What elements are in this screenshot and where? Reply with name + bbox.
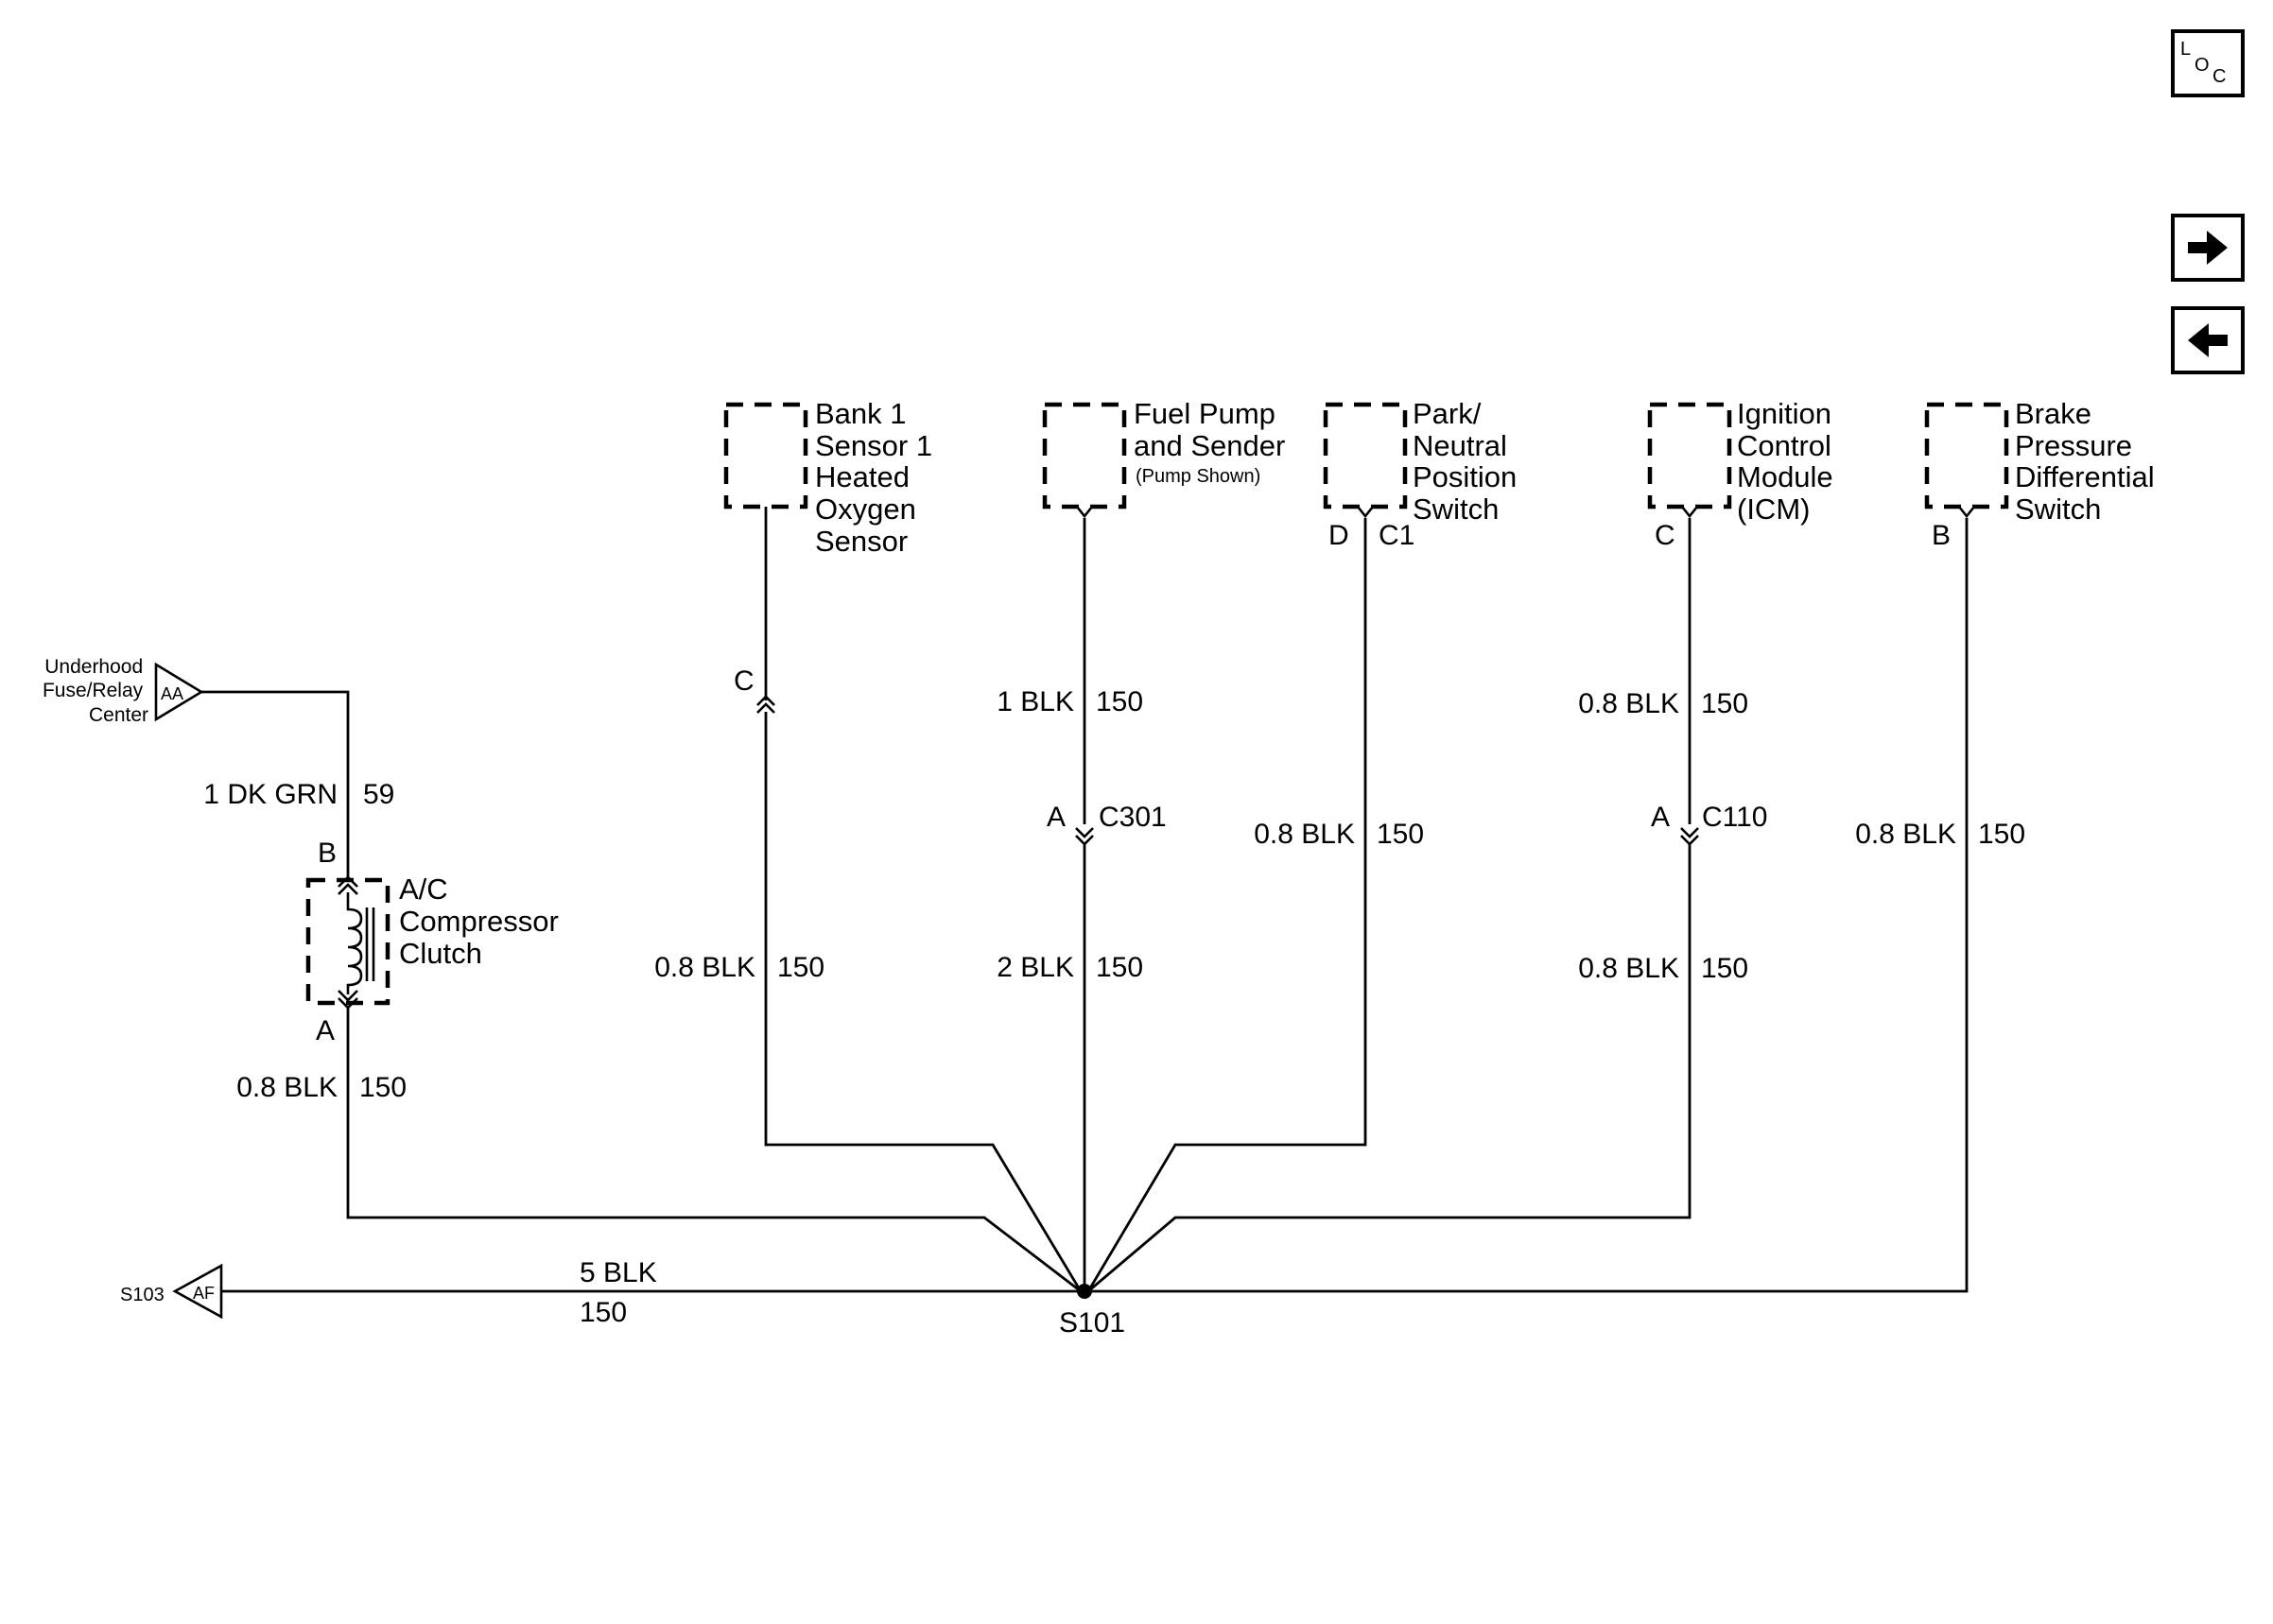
c301-connector-label: C301	[1099, 802, 1167, 833]
brake-ground-wire	[1084, 518, 1969, 1293]
c110-connector-label: C110	[1702, 802, 1768, 833]
wiring	[201, 506, 1976, 1299]
fuse-relay-center-reference[interactable]: Underhood Fuse/Relay Center AA	[43, 656, 204, 726]
arrow-left-icon	[2188, 323, 2228, 357]
next-page-button[interactable]	[2171, 214, 2245, 282]
park-neutral-connector-c1: C1	[1379, 520, 1414, 551]
park-neutral-ground-wire	[1086, 518, 1367, 1292]
ac-ground-circuit: 150	[359, 1072, 407, 1103]
ac-pin-a-connector	[338, 990, 358, 1002]
c110-connector	[1680, 835, 1699, 846]
ac-ground-wire	[346, 1008, 1082, 1293]
brake-pressure-box	[1924, 402, 2009, 510]
c301-connector	[1075, 835, 1094, 846]
o2-ground-wire	[764, 712, 1083, 1292]
ac-clutch-box	[305, 877, 390, 1006]
fuel-upper-size-color: 1 BLK	[997, 686, 1074, 717]
icm-lower-size-color: 0.8 BLK	[1578, 953, 1679, 984]
fuel-pump-note: (Pump Shown)	[1136, 466, 1260, 487]
fuel-pump-terminal	[1075, 506, 1094, 519]
icm-upper-circuit: 150	[1701, 688, 1748, 719]
ac-pin-b: B	[318, 838, 337, 869]
park-neutral-circuit: 150	[1377, 819, 1424, 850]
loc-letter-c: C	[2212, 66, 2226, 87]
o2-sensor-component: Bank 1 Sensor 1 Heated Oxygen Sensor	[723, 397, 941, 558]
icm-lower-circuit: 150	[1701, 953, 1748, 984]
ac-compressor-clutch-component: A/C Compressor Clutch B A	[305, 838, 566, 1046]
icm-box	[1647, 402, 1732, 510]
o2-ground-size-color: 0.8 BLK	[654, 952, 755, 983]
s103-ground-reference[interactable]: S103 AF	[120, 1263, 223, 1320]
icm-terminal	[1680, 506, 1699, 519]
park-neutral-pin-d: D	[1328, 520, 1349, 551]
ac-clutch-label: A/C Compressor Clutch	[399, 872, 566, 970]
fuse-ref-code: AA	[161, 684, 183, 703]
splice-s101-dot	[1077, 1284, 1092, 1299]
c110-pin-a: A	[1651, 802, 1670, 833]
fuel-pump-box	[1042, 402, 1127, 510]
clutch-coil-icon	[346, 892, 363, 994]
ac-ground-size-color: 0.8 BLK	[236, 1072, 338, 1103]
brake-circuit: 150	[1978, 819, 2025, 850]
brake-pressure-label: Brake Pressure Differential Switch	[2015, 397, 2162, 526]
park-neutral-label: Park/ Neutral Position Switch	[1413, 397, 1525, 526]
icm-label: Ignition Control Module (ICM)	[1737, 397, 1841, 526]
o2-pin-c: C	[734, 665, 755, 697]
o2-ground-circuit: 150	[777, 952, 824, 983]
fuel-pump-component: Fuel Pump and Sender (Pump Shown)	[1042, 397, 1285, 510]
ground-ref-code: AF	[193, 1284, 215, 1303]
main-ground-size-color: 5 BLK	[580, 1257, 657, 1288]
loc-letter-l: L	[2180, 39, 2191, 60]
component-locator-button[interactable]: L O C	[2171, 29, 2245, 97]
brake-pin-b: B	[1932, 520, 1951, 551]
o2-sensor-box	[723, 402, 808, 510]
icm-upper-size-color: 0.8 BLK	[1578, 688, 1679, 719]
icm-lower-wire	[1087, 843, 1692, 1293]
splice-s101-label: S101	[1059, 1307, 1125, 1339]
fuel-lower-circuit: 150	[1096, 952, 1143, 983]
fuel-upper-circuit: 150	[1096, 686, 1143, 717]
o2-sensor-label: Bank 1 Sensor 1 Heated Oxygen Sensor	[815, 397, 941, 558]
park-neutral-size-color: 0.8 BLK	[1254, 819, 1355, 850]
ac-feed-wire	[201, 690, 350, 877]
ac-pin-a: A	[316, 1015, 335, 1046]
icm-pin-c: C	[1655, 520, 1675, 551]
previous-page-button[interactable]	[2171, 306, 2245, 374]
ac-feed-size-color: 1 DK GRN	[203, 779, 338, 810]
fuel-pump-label: Fuel Pump and Sender	[1134, 397, 1285, 462]
brake-pressure-switch-component: Brake Pressure Differential Switch	[1924, 397, 2162, 526]
fuse-ref-triangle-icon	[154, 662, 204, 722]
c301-pin-a: A	[1047, 802, 1066, 833]
o2-pin-c-connector	[756, 702, 775, 714]
park-neutral-terminal	[1356, 506, 1375, 519]
fuel-lower-size-color: 2 BLK	[997, 952, 1074, 983]
ac-feed-circuit: 59	[363, 779, 394, 810]
brake-terminal	[1957, 506, 1976, 519]
park-neutral-box	[1323, 402, 1408, 510]
fuse-center-label: Underhood Fuse/Relay Center	[43, 656, 148, 726]
brake-size-color: 0.8 BLK	[1855, 819, 1956, 850]
icm-component: Ignition Control Module (ICM)	[1647, 397, 1841, 526]
park-neutral-switch-component: Park/ Neutral Position Switch	[1323, 397, 1525, 526]
main-ground-circuit: 150	[580, 1297, 627, 1328]
loc-letter-o: O	[2195, 55, 2210, 76]
arrow-right-icon	[2188, 231, 2228, 265]
ground-splice-label: S103	[120, 1285, 165, 1305]
